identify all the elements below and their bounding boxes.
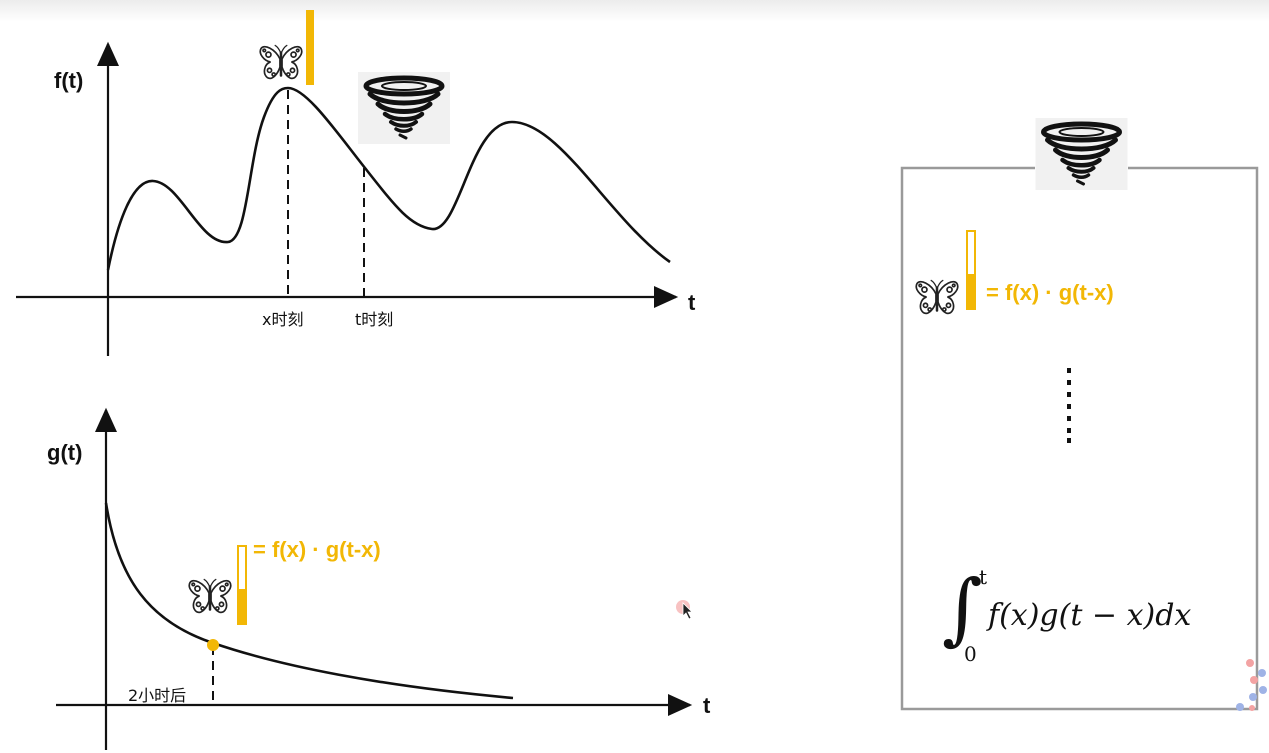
integral-upper-limit: t (979, 565, 988, 589)
tornado-icon (1036, 118, 1128, 190)
integral-body: f(x)g(t − x)dx (988, 598, 1192, 633)
right-panel (900, 118, 1259, 711)
top-chart (16, 10, 679, 356)
t-time-label: t时刻 (355, 310, 394, 329)
cursor-icon (676, 600, 693, 620)
ellipsis-dots (1067, 368, 1071, 443)
bottom-x-axis-label: t (703, 693, 711, 718)
tornado-icon (358, 72, 450, 144)
f-curve (106, 86, 671, 271)
bottom-formula: = f(x) · g(t-x) (253, 537, 381, 562)
panel-formula: = f(x) · g(t-x) (986, 280, 1114, 305)
bottom-chart (56, 407, 693, 750)
bottom-y-axis-label: g(t) (47, 440, 83, 465)
g-curve (104, 502, 514, 700)
top-y-axis-label: f(t) (54, 68, 84, 93)
two-hours-label: 2小时后 (128, 686, 187, 705)
top-x-axis-label: t (688, 290, 696, 315)
logo-dots-icon (1236, 659, 1267, 711)
top-accent-bar (306, 10, 314, 85)
integral-lower-limit: 0 (964, 642, 977, 666)
butterfly-icon (259, 43, 303, 80)
top-band (0, 0, 1269, 22)
butterfly-icon (915, 278, 959, 315)
meter-icon (237, 544, 247, 626)
butterfly-icon (188, 577, 232, 614)
x-time-label: x时刻 (262, 310, 304, 329)
sample-point (207, 639, 219, 651)
integral-sign: ∫ (942, 564, 983, 654)
meter-icon (966, 229, 976, 311)
